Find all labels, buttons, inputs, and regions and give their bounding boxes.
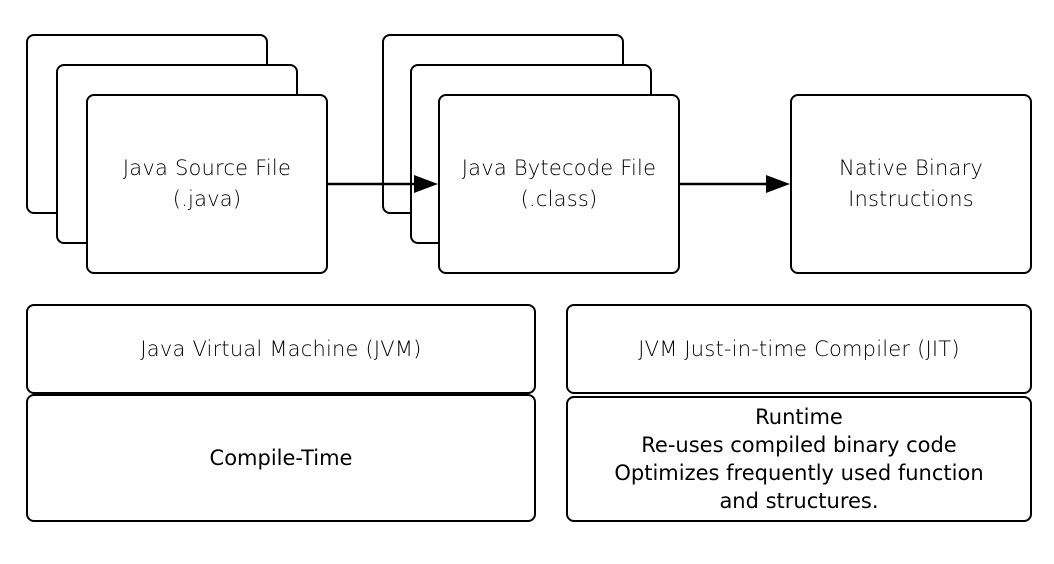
java-bytecode-file-extension: (.class) <box>520 187 598 211</box>
runtime-line3: and structures. <box>719 489 879 513</box>
jit-panel-label: JVM Just-in-time Compiler (JIT) <box>638 336 960 361</box>
arrow-bytecode-to-native-head <box>766 175 790 193</box>
java-bytecode-file-node: Java Bytecode File (.class) <box>438 94 680 274</box>
runtime-line2: Optimizes frequently used function <box>614 461 984 485</box>
compile-time-label: Compile-Time <box>209 446 353 470</box>
java-source-file-label: Java Source File <box>122 156 292 180</box>
arrow-source-to-bytecode-head <box>414 175 438 193</box>
runtime-title: Runtime <box>755 405 843 429</box>
runtime-panel: Runtime Re-uses compiled binary code Opt… <box>566 396 1032 522</box>
java-source-file-extension: (.java) <box>172 187 242 211</box>
java-source-file-node: Java Source File (.java) <box>86 94 328 274</box>
native-binary-label-line1: Native Binary <box>838 156 984 180</box>
java-bytecode-file-label: Java Bytecode File <box>461 156 657 180</box>
native-binary-label-line2: Instructions <box>848 187 974 211</box>
jit-panel: JVM Just-in-time Compiler (JIT) <box>566 304 1032 394</box>
jvm-panel-label: Java Virtual Machine (JVM) <box>140 336 422 361</box>
jvm-panel: Java Virtual Machine (JVM) <box>26 304 536 394</box>
native-binary-node: Native Binary Instructions <box>790 94 1032 274</box>
runtime-line1: Re-uses compiled binary code <box>641 433 957 457</box>
compile-time-panel: Compile-Time <box>26 394 536 522</box>
